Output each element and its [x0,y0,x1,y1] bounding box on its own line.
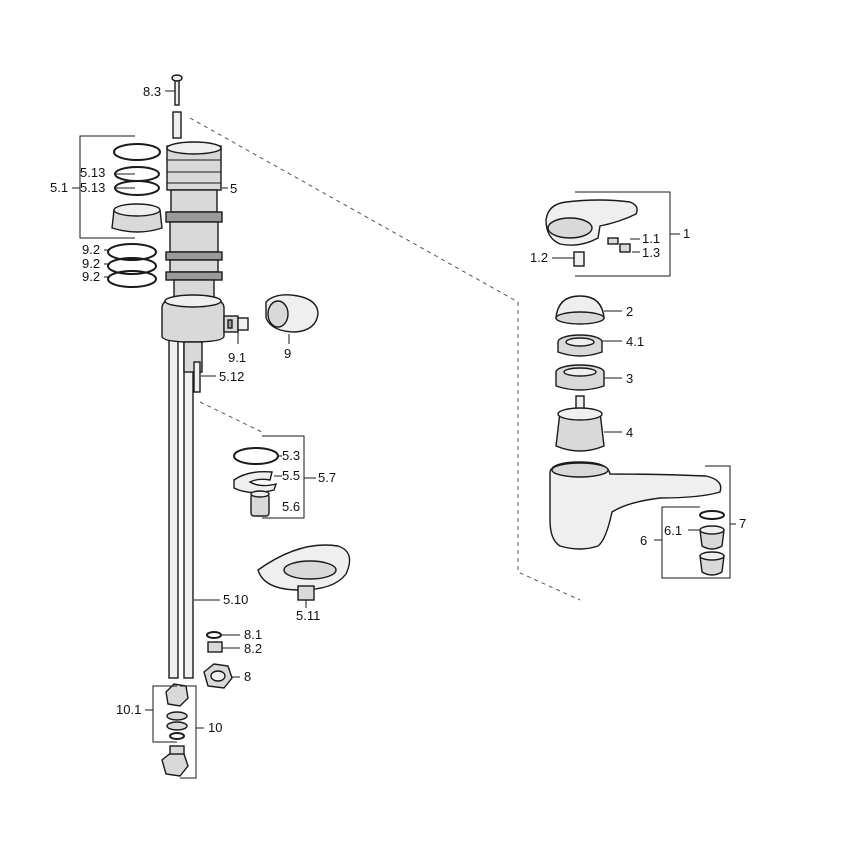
callout-5-1: 5.1 [50,180,68,195]
part-1-lever-handle [545,199,638,267]
leader-lines [72,90,736,779]
callout-labels: 8.3 5 5.13 5.1 5.13 9.2 9.2 9.2 9.1 9 5.… [50,84,746,735]
callout-5-11: 5.11 [296,608,320,623]
callout-10-1: 10.1 [116,702,141,717]
callout-4-1: 4.1 [626,334,644,349]
part-4-cartridge [555,395,605,452]
part-5-12 [193,361,201,393]
part-6-aerator-set [699,510,725,576]
part-faucet-body [549,461,722,550]
part-4-1-ring [557,334,603,357]
part-5-cartridge [165,141,223,303]
callout-5-7: 5.7 [318,470,336,485]
part-body-collar [161,294,249,373]
callout-8: 8 [244,669,251,684]
callout-1-3: 1.3 [642,245,660,260]
callout-6-1: 6.1 [664,523,682,538]
assembly-guide-lines [189,117,581,601]
callout-8-3: 8.3 [143,84,161,99]
part-9-cap [265,294,319,333]
part-2-cap [555,295,605,325]
callout-5-12: 5.12 [219,369,244,384]
callout-10: 10 [208,720,222,735]
callout-5-5: 5.5 [282,468,300,483]
callout-9-1: 9.1 [228,350,246,365]
callout-1-1: 1.1 [642,231,660,246]
callout-5-6: 5.6 [282,499,300,514]
callout-4: 4 [626,425,633,440]
callout-9-2-c: 9.2 [82,269,100,284]
part-10-kit [161,683,189,777]
callout-9: 9 [284,346,291,361]
part-9-2-o-rings [107,243,157,288]
part-5-11-flange [257,544,351,601]
callout-8-1: 8.1 [244,627,262,642]
callout-1: 1 [683,226,690,241]
callout-2: 2 [626,304,633,319]
callout-6: 6 [640,533,647,548]
callout-5-10: 5.10 [223,592,248,607]
part-3-nut [555,364,605,391]
part-5-7-kit [233,447,279,517]
callout-7: 7 [739,516,746,531]
part-8-3-screw [171,74,183,139]
callout-1-2: 1.2 [530,250,548,265]
callout-5-3: 5.3 [282,448,300,463]
callout-9-2-b: 9.2 [82,256,100,271]
callout-8-2: 8.2 [244,641,262,656]
callout-5-13-b: 5.13 [80,180,105,195]
callout-5: 5 [230,181,237,196]
callout-3: 3 [626,371,633,386]
callout-5-13-a: 5.13 [80,165,105,180]
part-8-nut-set [203,631,233,689]
callout-9-2-a: 9.2 [82,242,100,257]
